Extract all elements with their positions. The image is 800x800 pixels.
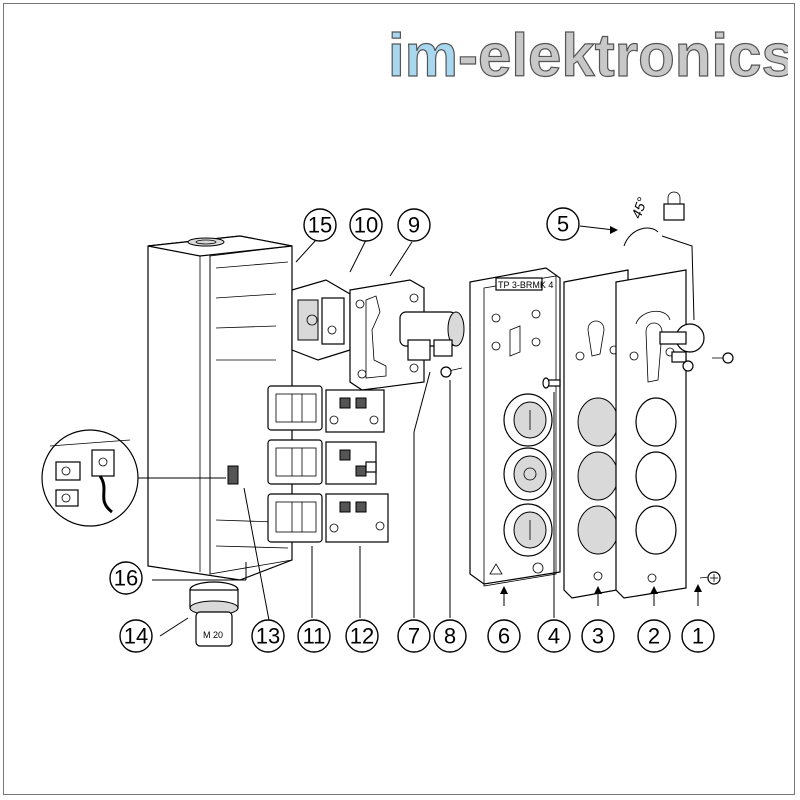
- callout-11: 11: [297, 619, 331, 653]
- callout-9: 9: [397, 208, 431, 242]
- screw-key: [712, 352, 734, 364]
- image-frame: [3, 3, 795, 795]
- screw-1: [699, 571, 721, 585]
- brand-suffix: -elektronics: [458, 22, 788, 89]
- gasket: [563, 269, 629, 599]
- screw-8: [440, 366, 463, 378]
- contact-block-frame: [291, 279, 351, 361]
- button-units: [267, 385, 323, 543]
- leader-5: [579, 225, 615, 231]
- contact-elements: [325, 389, 389, 543]
- callout-15: 15: [303, 208, 337, 242]
- leader-14: [159, 617, 189, 637]
- callout-5: 5: [546, 207, 580, 241]
- svg-text:7: 7: [408, 624, 420, 649]
- arrowhead-1: [694, 584, 702, 592]
- detail-zoom: [41, 429, 226, 527]
- lock-cylinder: [399, 311, 465, 361]
- svg-text:12: 12: [350, 624, 374, 649]
- svg-text:8: 8: [444, 624, 456, 649]
- callout-2: 2: [637, 619, 671, 653]
- svg-text:5: 5: [557, 212, 569, 237]
- callout-3: 3: [581, 619, 615, 653]
- svg-text:3: 3: [592, 624, 604, 649]
- callout-4: 4: [537, 619, 571, 653]
- brand-prefix: im: [388, 22, 458, 89]
- svg-text:1: 1: [692, 624, 704, 649]
- callout-7: 7: [397, 619, 431, 653]
- padlock-icon: [663, 191, 685, 221]
- leader-5-key: [661, 235, 695, 321]
- leader-15: [295, 239, 317, 263]
- arrowhead-2: [650, 586, 658, 594]
- leader-13: [243, 487, 273, 637]
- leader-9: [389, 241, 413, 277]
- svg-text:11: 11: [303, 624, 326, 649]
- callout-8: 8: [433, 619, 467, 653]
- callout-13: 13: [251, 619, 285, 653]
- plate-marking-label: TP 3-BRMK 4: [498, 280, 553, 290]
- mounting-plate: [349, 279, 425, 391]
- callout-14: 14: [119, 619, 153, 653]
- angle-label: 45°: [628, 195, 650, 221]
- callout-1: 1: [681, 619, 715, 653]
- arrowhead-6: [500, 586, 508, 594]
- svg-text:9: 9: [408, 213, 420, 238]
- arrowhead-3: [594, 586, 602, 594]
- callout-10: 10: [349, 208, 383, 242]
- svg-text:15: 15: [308, 213, 332, 238]
- cover-plate: [615, 269, 687, 599]
- svg-text:6: 6: [498, 624, 510, 649]
- key: [659, 323, 705, 372]
- arrowhead-5: [610, 226, 618, 234]
- svg-text:16: 16: [114, 566, 138, 591]
- svg-text:14: 14: [124, 624, 148, 649]
- front-plate: TP 3-BRMK 4: [469, 267, 561, 587]
- callout-16: 16: [109, 561, 143, 595]
- callout-12: 12: [345, 619, 379, 653]
- gland-size-label: M 20: [203, 630, 223, 640]
- callout-6: 6: [487, 619, 521, 653]
- brand-logo: im-elektronics: [388, 21, 788, 89]
- svg-text:2: 2: [648, 624, 660, 649]
- cable-gland: M 20: [189, 581, 239, 647]
- svg-text:im-elektronics: im-elektronics: [388, 22, 788, 89]
- enclosure-box: [147, 235, 293, 581]
- svg-text:4: 4: [548, 624, 560, 649]
- svg-text:10: 10: [354, 213, 378, 238]
- rotation-arrow: [623, 227, 659, 247]
- leader-10: [349, 239, 367, 273]
- leader-7-b: [413, 371, 431, 433]
- pin-4: [542, 377, 561, 389]
- svg-text:13: 13: [256, 624, 280, 649]
